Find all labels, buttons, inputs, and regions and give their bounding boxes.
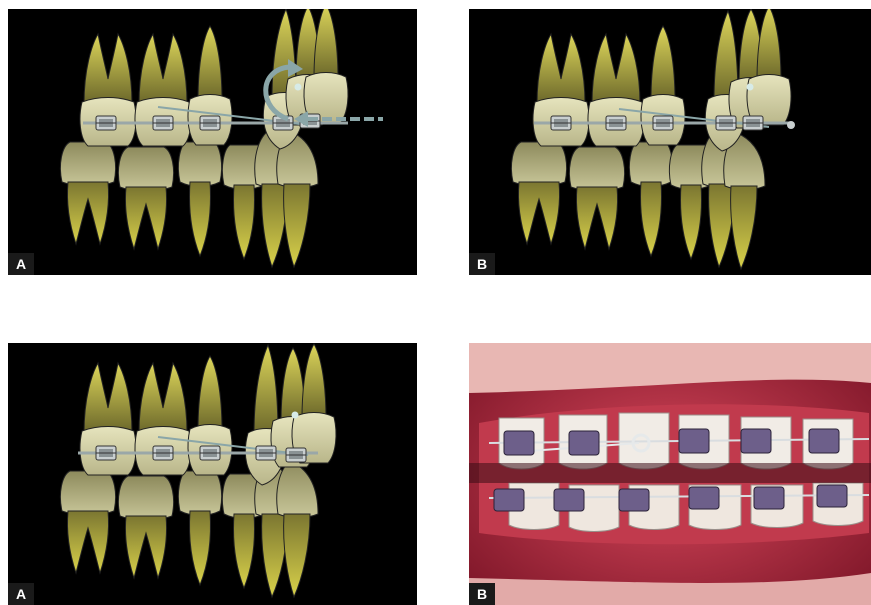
tooth-diagram — [8, 343, 417, 605]
intraoral-photo — [469, 343, 871, 605]
diagram-panel-b-top: B — [469, 9, 871, 275]
tooth-diagram — [8, 9, 417, 275]
panel-label: A — [8, 253, 34, 275]
clinical-photo-panel: B — [469, 343, 871, 605]
panel-label: B — [469, 583, 495, 605]
diagram-panel-a-bottom: A — [8, 343, 417, 605]
diagram-panel-a-top: A — [8, 9, 417, 275]
panel-label: B — [469, 253, 495, 275]
panel-label: A — [8, 583, 34, 605]
tooth-diagram — [469, 9, 871, 275]
